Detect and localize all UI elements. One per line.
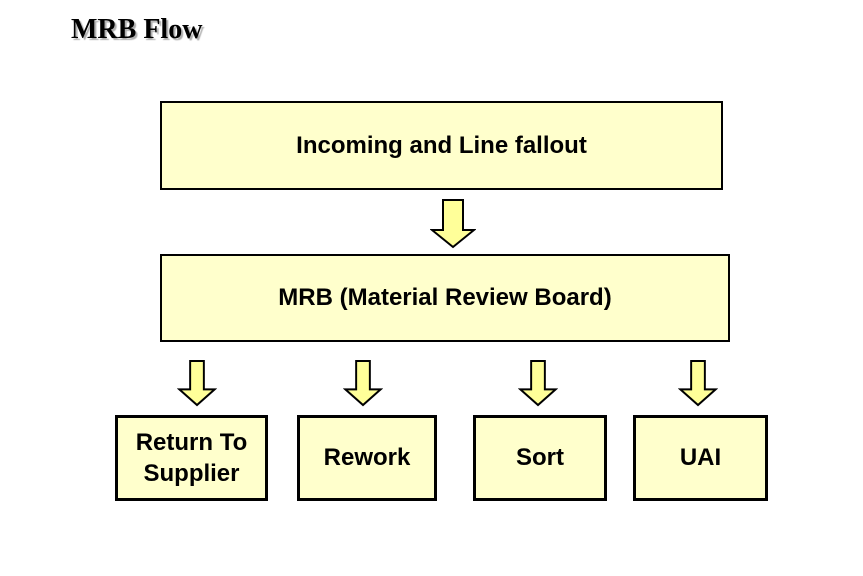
flow-box-sort-label: Sort — [516, 444, 564, 472]
down-arrow-icon — [678, 360, 718, 407]
down-arrow-icon — [430, 199, 476, 249]
flow-box-incoming: Incoming and Line fallout — [160, 101, 723, 190]
down-arrow-icon — [518, 360, 558, 407]
flow-box-mrb: MRB (Material Review Board) — [160, 254, 730, 342]
flow-box-uai-label: UAI — [679, 444, 722, 472]
page-title: MRB Flow — [71, 14, 203, 45]
flow-box-return-to-supplier: Return To Supplier — [115, 415, 268, 501]
down-arrow-icon — [177, 360, 217, 407]
flow-box-return-to-supplier-label: Return To Supplier — [135, 428, 248, 487]
down-arrow-icon — [343, 360, 383, 407]
flow-box-rework: Rework — [297, 415, 437, 501]
flow-box-sort: Sort — [473, 415, 607, 501]
flow-box-incoming-label: Incoming and Line fallout — [296, 131, 587, 159]
flow-box-uai: UAI — [633, 415, 768, 501]
flow-box-mrb-label: MRB (Material Review Board) — [278, 284, 612, 312]
flow-box-rework-label: Rework — [323, 444, 411, 472]
